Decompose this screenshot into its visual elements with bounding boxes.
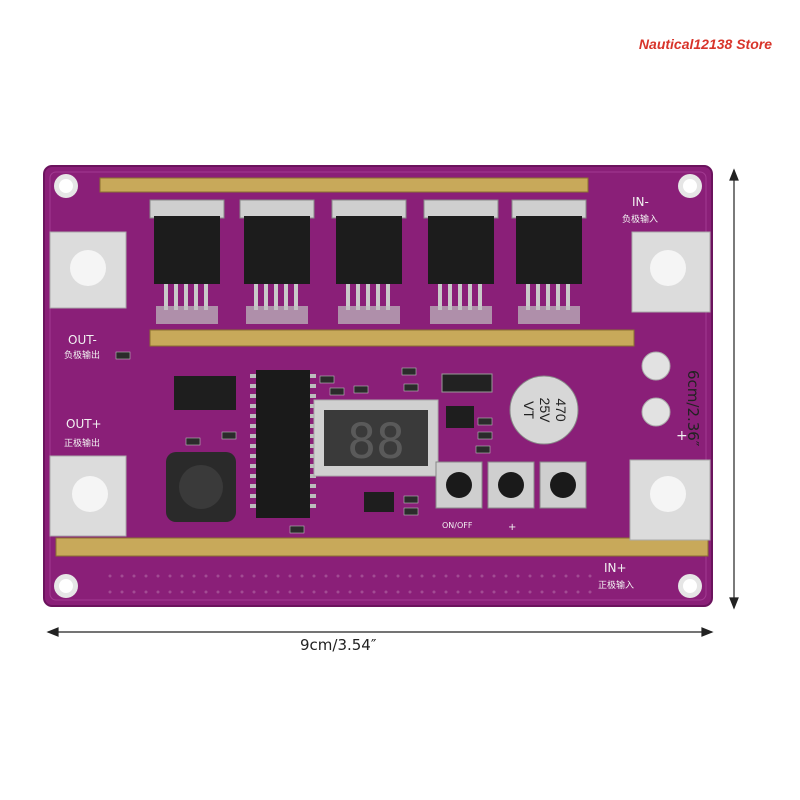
- height-label: 6cm/2.36″: [684, 370, 702, 447]
- label-out-neg-cn: 负极输出: [64, 349, 100, 361]
- ic-pins: [250, 374, 316, 508]
- solder-pad-out-pos: [49, 455, 127, 537]
- solder-pad-out-neg: [49, 231, 127, 309]
- mosfet: [511, 199, 587, 324]
- label-on-off: ON/OFF: [442, 521, 473, 530]
- copper-bar-bottom: [55, 537, 709, 557]
- solder-pad-in-neg: [631, 231, 711, 313]
- solder-pad-in-pos: [629, 459, 711, 541]
- chip-ic: [256, 370, 310, 518]
- label-out-neg: OUT-: [68, 333, 97, 347]
- store-watermark: Nautical12138 Store: [638, 36, 772, 52]
- label-in-pos-cn: 正极输入: [598, 579, 634, 591]
- chip-ic: [174, 376, 236, 410]
- pad-small: [641, 351, 671, 381]
- label-out-pos: OUT+: [66, 417, 102, 431]
- width-dimension-arrow: [46, 627, 714, 637]
- copper-bar-middle: [149, 329, 635, 347]
- copper-bar-top: [99, 177, 589, 193]
- label-plus-right: +: [676, 428, 688, 444]
- label-in-neg-cn: 负极输入: [622, 213, 658, 225]
- pad-small: [641, 397, 671, 427]
- mosfet: [149, 199, 225, 324]
- smd-components: [115, 351, 493, 534]
- mosfet: [423, 199, 499, 324]
- mosfet: [239, 199, 315, 324]
- mosfet: [331, 199, 407, 324]
- via-dots: [108, 574, 592, 594]
- label-in-neg: IN-: [632, 195, 649, 209]
- push-button-minus[interactable]: [539, 461, 587, 509]
- mosfet-row: [149, 199, 587, 324]
- height-dimension-arrow: [729, 168, 739, 610]
- chip-ic: [364, 492, 394, 512]
- seven-segment-display: 88: [313, 399, 439, 477]
- push-button-plus[interactable]: [487, 461, 535, 509]
- width-label: 9cm/3.54″: [300, 636, 377, 654]
- label-out-pos-cn: 正极输出: [64, 437, 100, 449]
- label-in-pos: IN+: [604, 561, 627, 575]
- display-reading: 88: [347, 414, 405, 470]
- chip-ic: [446, 406, 474, 428]
- mounting-hole: [54, 174, 702, 598]
- electrolytic-capacitor: 470 25V VT: [509, 375, 579, 445]
- push-button-onoff[interactable]: [435, 461, 483, 509]
- capacitor-series: VT: [521, 401, 537, 419]
- diode: [441, 373, 493, 393]
- label-plus: +: [508, 522, 516, 533]
- capacitor-value: 470: [553, 398, 569, 422]
- capacitor-voltage: 25V: [537, 398, 553, 424]
